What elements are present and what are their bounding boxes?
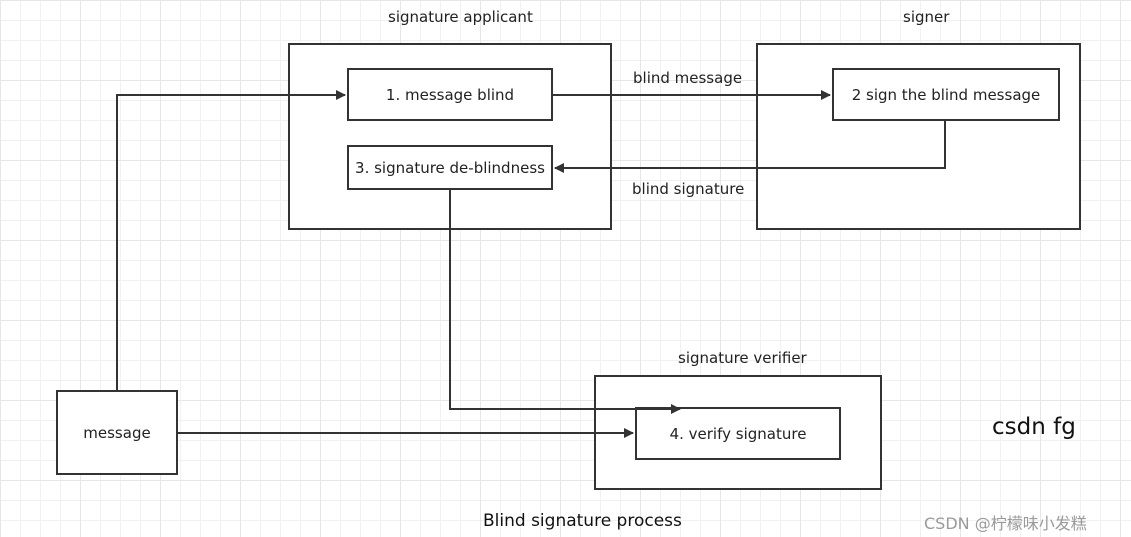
author-watermark: csdn fg: [992, 414, 1076, 440]
edge-deblind-to-verify: [449, 190, 681, 414]
blind-signature-edge-label: blind signature: [632, 180, 745, 198]
message-blind-node: 1. message blind: [347, 68, 553, 121]
sign-blind-message-node: 2 sign the blind message: [832, 68, 1060, 121]
edge-message-to-blind: [116, 90, 346, 390]
verifier-label: signature verifier: [678, 349, 807, 367]
message-node: message: [56, 390, 178, 475]
blind-message-edge-label: blind message: [633, 69, 743, 87]
applicant-label: signature applicant: [388, 8, 533, 26]
diagram-caption: Blind signature process: [483, 511, 682, 531]
signer-label: signer: [903, 8, 950, 26]
signature-deblind-node: 3. signature de-blindness: [347, 145, 553, 190]
csdn-watermark: CSDN @柠檬味小发糕: [924, 514, 1087, 533]
verify-signature-node: 4. verify signature: [635, 407, 841, 460]
edge-sign-to-deblind: [554, 121, 946, 173]
